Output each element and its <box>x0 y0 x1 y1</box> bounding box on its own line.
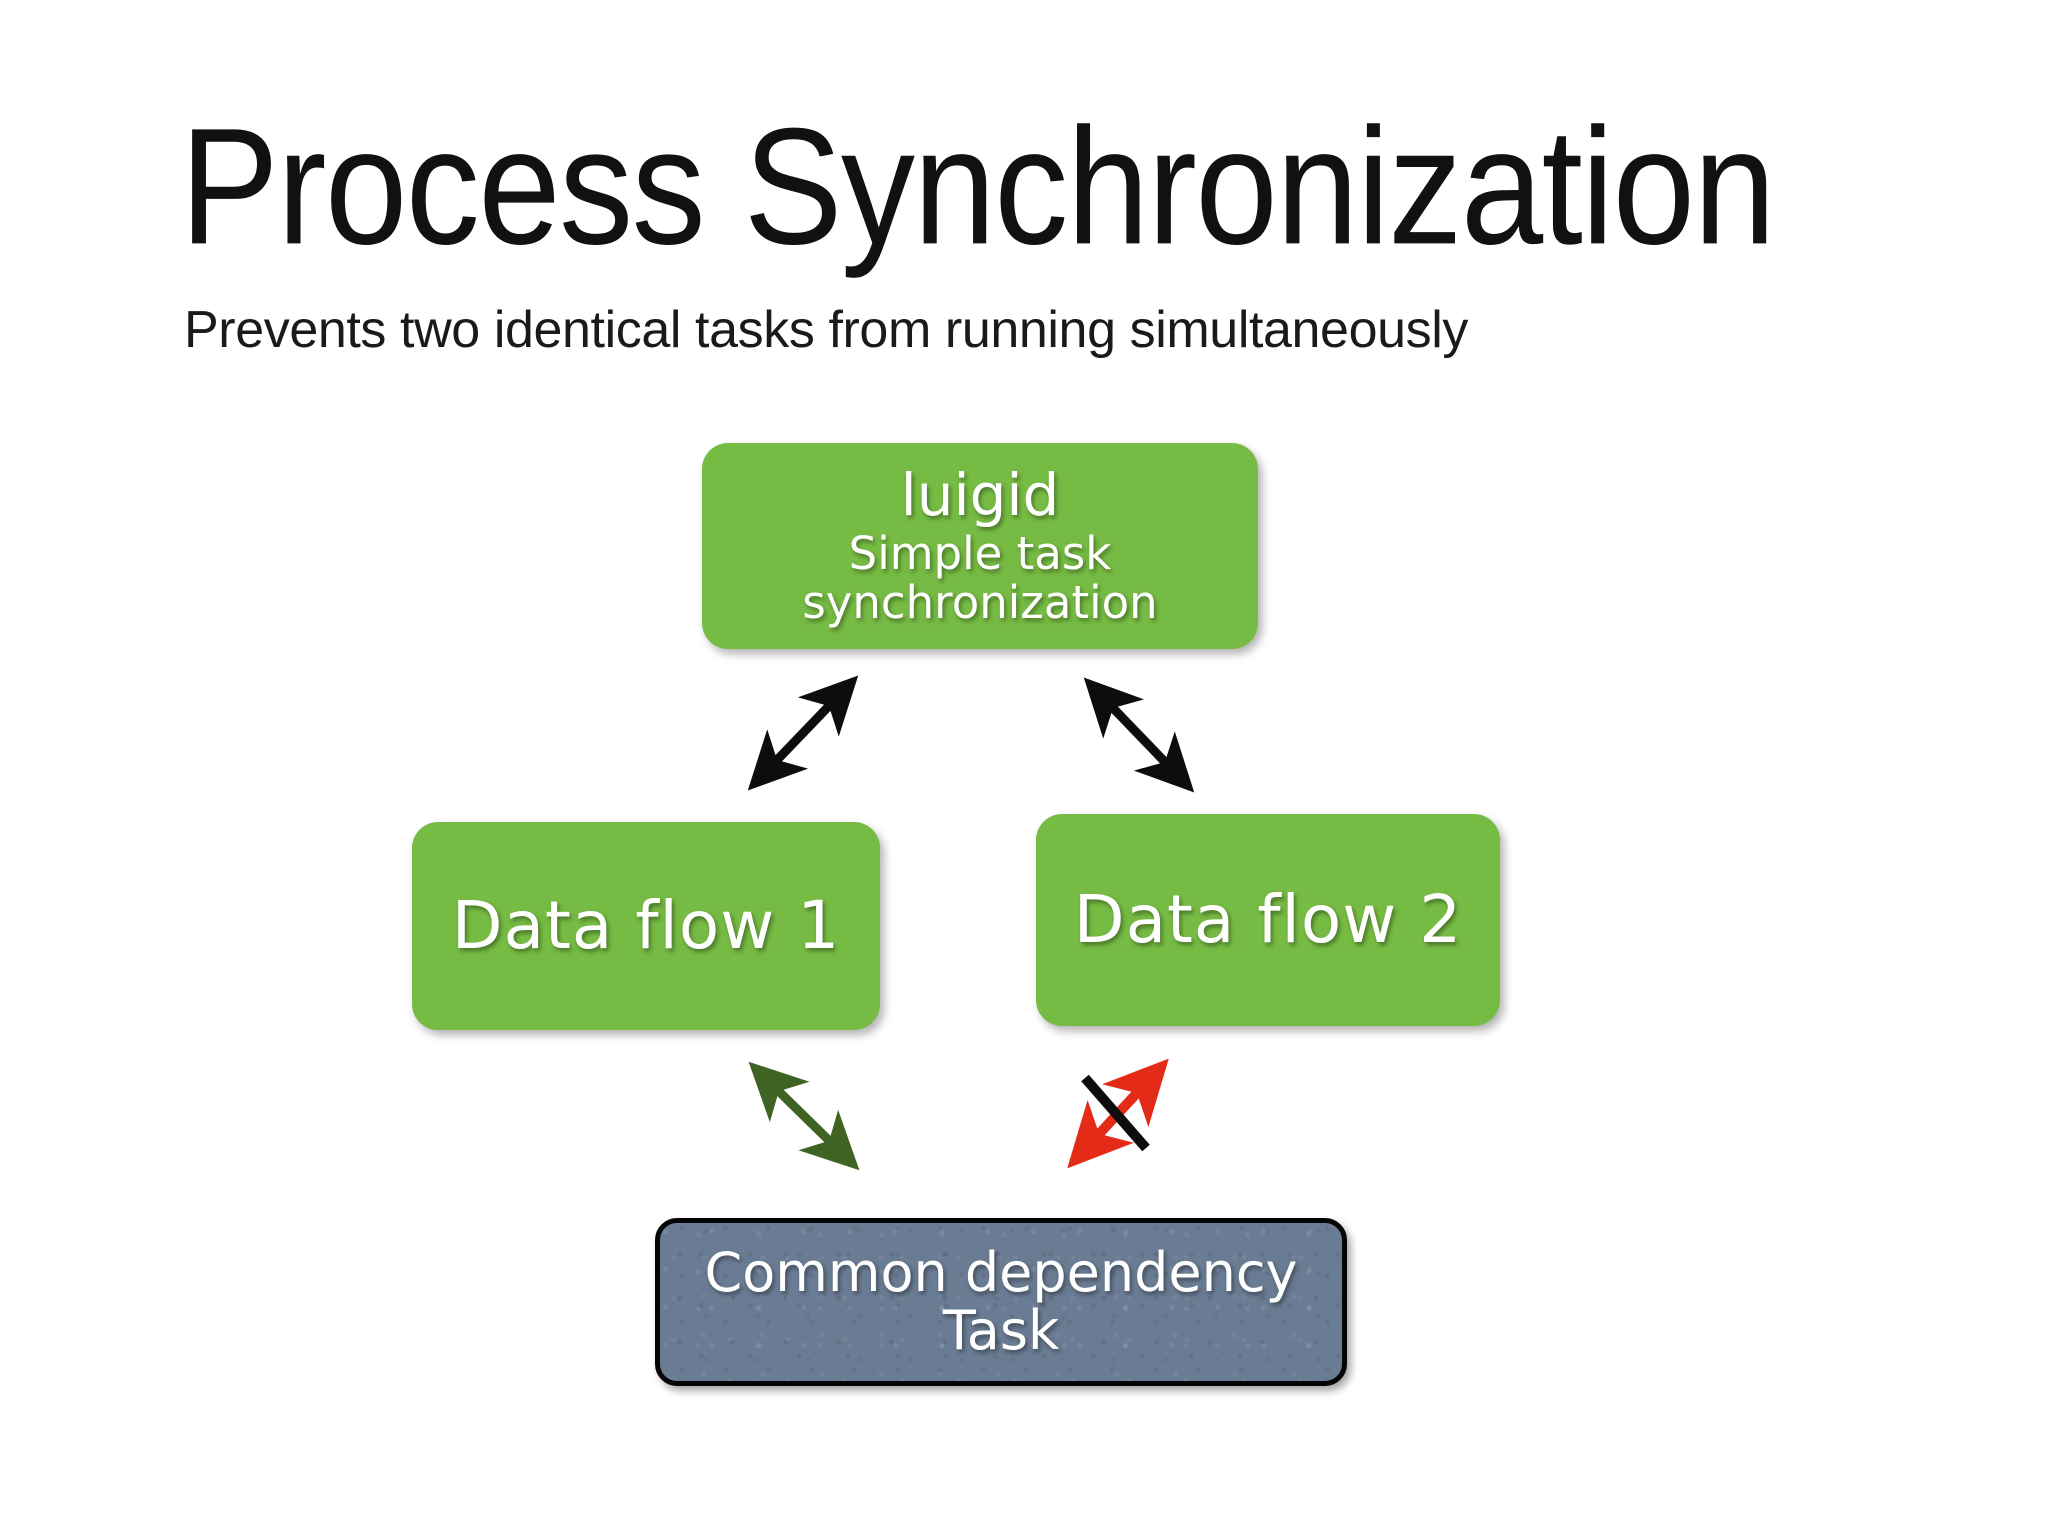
node-common-dependency-task[interactable]: Common dependency Task <box>655 1218 1347 1386</box>
blocked-strike-icon <box>1081 1074 1150 1152</box>
page-subtitle: Prevents two identical tasks from runnin… <box>184 301 1468 359</box>
page-title: Process Synchronization <box>180 94 1776 280</box>
node-data-flow-1-title: Data flow 1 <box>451 887 841 965</box>
node-common-dependency-task-line2: Task <box>942 1299 1060 1362</box>
node-luigid-subtitle: Simple task synchronization <box>802 526 1158 630</box>
node-data-flow-1[interactable]: Data flow 1 <box>412 822 880 1030</box>
connector-luigid-to-data-flow-2 <box>1083 677 1195 793</box>
node-data-flow-2-title: Data flow 2 <box>1073 881 1463 959</box>
connector-data-flow-1-to-common-task <box>748 1061 860 1171</box>
node-data-flow-2[interactable]: Data flow 2 <box>1036 814 1500 1026</box>
node-common-dependency-task-title: Common dependency <box>704 1240 1298 1304</box>
node-luigid[interactable]: luigid Simple task synchronization <box>702 443 1258 649</box>
node-luigid-title: luigid <box>900 461 1060 530</box>
connector-luigid-to-data-flow-1 <box>747 675 859 791</box>
connector-data-flow-2-to-common-task <box>1067 1058 1169 1169</box>
